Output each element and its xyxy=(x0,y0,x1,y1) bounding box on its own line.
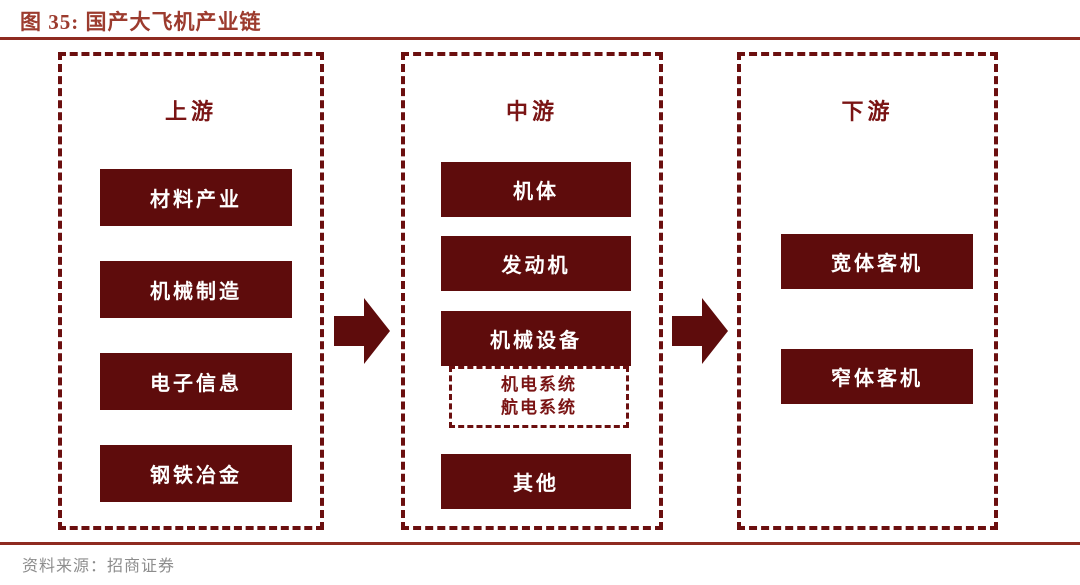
stage-title-midstream: 中游 xyxy=(505,99,558,124)
stage-column-downstream: 下游 宽体客机 窄体客机 xyxy=(737,52,998,530)
node-midstream-mechanical-equipment[interactable]: 机械设备 xyxy=(441,311,631,366)
node-midstream-engine[interactable]: 发动机 xyxy=(441,236,631,291)
flow-arrow-icon xyxy=(334,298,390,364)
source-note: 资料来源：招商证券 xyxy=(22,558,176,575)
stage-title-downstream: 下游 xyxy=(841,99,894,124)
node-upstream-electronics[interactable]: 电子信息 xyxy=(100,353,292,410)
industry-chain-diagram: 上游 材料产业 机械制造 电子信息 钢铁冶金 中游 机体 发动机 机械设备 机电… xyxy=(0,40,1080,535)
node-upstream-steel[interactable]: 钢铁冶金 xyxy=(100,445,292,502)
node-midstream-other[interactable]: 其他 xyxy=(441,454,631,509)
stage-column-midstream: 中游 机体 发动机 机械设备 机电系统 航电系统 其他 xyxy=(401,52,663,530)
node-upstream-machinery[interactable]: 机械制造 xyxy=(100,261,292,318)
page-title: 图 35: 国产大飞机产业链 xyxy=(20,10,262,34)
node-upstream-materials[interactable]: 材料产业 xyxy=(100,169,292,226)
title-divider xyxy=(0,37,1080,40)
footer-divider xyxy=(0,542,1080,545)
node-midstream-airframe[interactable]: 机体 xyxy=(441,162,631,217)
flow-arrow-icon xyxy=(672,298,728,364)
stage-title-upstream: 上游 xyxy=(164,99,217,124)
stage-column-upstream: 上游 材料产业 机械制造 电子信息 钢铁冶金 xyxy=(58,52,324,530)
node-downstream-widebody[interactable]: 宽体客机 xyxy=(781,234,973,289)
sub-box-line-mechanical-electrical: 机电系统 xyxy=(501,375,577,395)
sub-box-systems[interactable]: 机电系统 航电系统 xyxy=(449,366,629,428)
sub-box-line-avionics: 航电系统 xyxy=(501,398,577,417)
node-downstream-narrowbody[interactable]: 窄体客机 xyxy=(781,349,973,404)
